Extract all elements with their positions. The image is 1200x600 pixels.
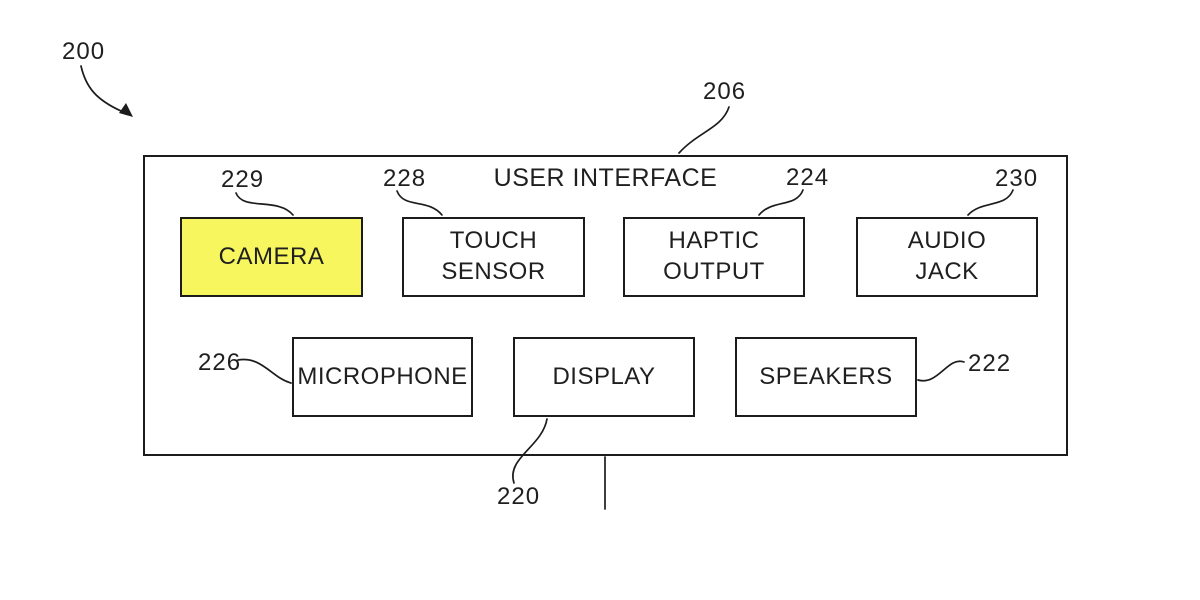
block-camera: CAMERA xyxy=(180,217,363,297)
ref-230: 230 xyxy=(995,165,1039,192)
block-touch-sensor: TOUCH SENSOR xyxy=(402,217,585,297)
ref-206: 206 xyxy=(703,78,747,105)
user-interface-title: USER INTERFACE xyxy=(493,164,718,192)
ref-222: 222 xyxy=(968,350,1012,377)
ref-224: 224 xyxy=(786,164,830,191)
ref-220: 220 xyxy=(497,483,541,510)
block-speakers: SPEAKERS xyxy=(735,337,917,417)
arrowhead-200 xyxy=(119,103,133,117)
figure-ref-200: 200 xyxy=(62,38,106,65)
ref-229: 229 xyxy=(221,166,265,193)
user-interface-container-box xyxy=(143,155,1068,456)
block-audio-jack: AUDIO JACK xyxy=(856,217,1038,297)
ref-228: 228 xyxy=(383,165,427,192)
block-microphone: MICROPHONE xyxy=(292,337,473,417)
leader-206 xyxy=(678,106,730,154)
block-haptic-output: HAPTIC OUTPUT xyxy=(623,217,805,297)
ref-226: 226 xyxy=(198,349,242,376)
leader-200 xyxy=(80,65,122,112)
block-display: DISPLAY xyxy=(513,337,695,417)
